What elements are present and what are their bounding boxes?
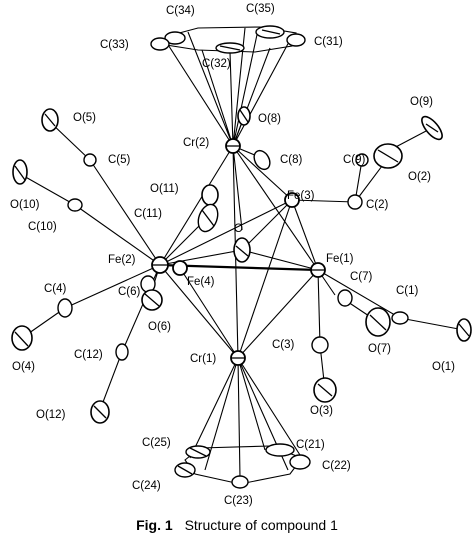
label-o5: O(5): [73, 112, 96, 124]
label-o11: O(11): [150, 183, 179, 195]
label-c6: C(6): [118, 286, 141, 298]
label-c22: C(22): [322, 460, 351, 472]
label-c4: C(4): [44, 283, 67, 295]
atom-c22: [289, 454, 311, 470]
atom-c7: [337, 289, 353, 307]
label-c11: C(11): [134, 208, 162, 220]
label-c2: C(2): [366, 199, 389, 211]
atom-c4: [57, 298, 73, 318]
label-o3: O(3): [310, 405, 333, 417]
label-c34: C(34): [166, 5, 195, 17]
label-cr2: Cr(2): [183, 137, 209, 149]
label-o9: O(9): [410, 96, 433, 108]
atom-c1: [391, 311, 409, 325]
label-o4: O(4): [12, 361, 35, 373]
label-c7: C(7): [350, 271, 373, 283]
label-fe3: Fe(3): [287, 190, 315, 202]
label-o1: O(1): [432, 361, 455, 373]
label-c35: C(35): [246, 3, 275, 15]
label-o8: O(8): [258, 113, 281, 125]
label-c33: C(33): [100, 39, 129, 51]
atom-labels: C(34) C(35) C(33) C(31) C(32) O(8) O(9) …: [10, 3, 455, 507]
label-c9: C(9): [343, 154, 366, 166]
label-fe1: Fe(1): [326, 253, 354, 265]
label-c5: C(5): [108, 154, 131, 166]
atoms: [11, 25, 472, 489]
label-c3: C(3): [272, 339, 295, 351]
label-c23: C(23): [224, 495, 253, 507]
label-o10: O(10): [10, 199, 40, 211]
label-o6: O(6): [148, 321, 171, 333]
label-fe4: Fe(4): [187, 276, 215, 288]
atom-c21: [265, 443, 295, 457]
atom-c23: [231, 475, 249, 489]
label-o12: O(12): [36, 409, 66, 421]
label-c21: C(21): [296, 439, 325, 451]
label-c12: C(12): [74, 349, 103, 361]
label-c32: C(32): [202, 58, 231, 70]
label-cr1: Cr(1): [190, 353, 216, 365]
atom-c10: [67, 198, 83, 212]
atom-c31: [286, 33, 306, 47]
label-c1: C(1): [396, 285, 419, 297]
atom-fe3: [284, 192, 300, 208]
figure-caption: Fig. 1 Structure of compound 1: [136, 517, 338, 533]
label-o7: O(7): [368, 343, 391, 355]
atom-c2: [347, 194, 363, 210]
label-c8: C(8): [280, 154, 303, 166]
label-o: O: [234, 223, 243, 235]
label-fe2: Fe(2): [108, 254, 136, 266]
label-c10: C(10): [28, 221, 57, 233]
atom-c8: [253, 149, 271, 171]
atom-c12: [115, 343, 129, 361]
atom-o4: [11, 325, 33, 351]
label-c31: C(31): [314, 36, 343, 48]
atom-o11: [201, 184, 219, 206]
label-c24: C(24): [132, 480, 161, 492]
atom-c34: [164, 31, 186, 45]
caption-prefix: Fig. 1: [136, 517, 173, 533]
atom-c33: [150, 37, 170, 51]
label-o2: O(2): [408, 171, 431, 183]
atom-c9: [355, 153, 369, 167]
atom-c3: [311, 336, 329, 354]
atom-o: [233, 237, 251, 263]
atom-c5: [83, 153, 97, 167]
label-c25: C(25): [142, 437, 171, 449]
caption-text: Structure of compound 1: [185, 517, 339, 533]
atom-fe4: [172, 260, 188, 276]
